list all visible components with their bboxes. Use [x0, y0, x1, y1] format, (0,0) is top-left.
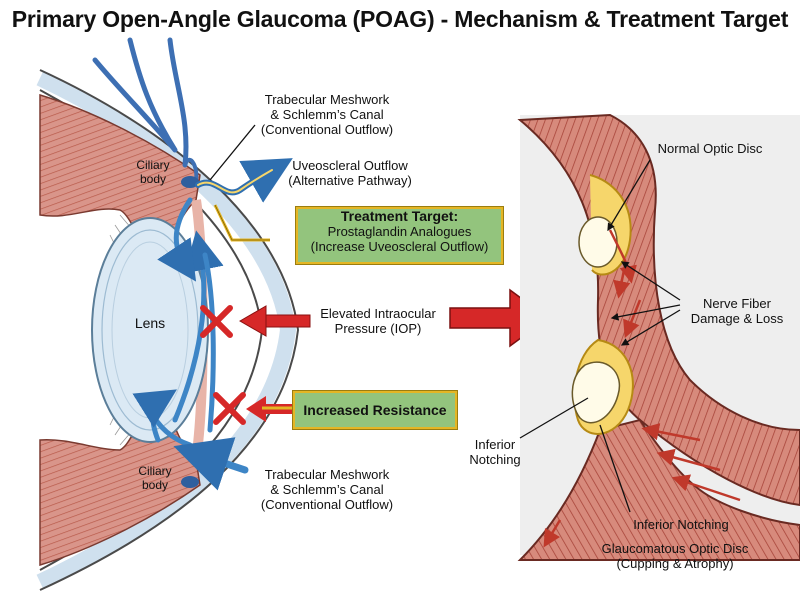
label-glaucomatous-disc: Glaucomatous Optic Disc (Cupping & Atrop…	[585, 541, 765, 571]
label-line: body	[141, 478, 169, 492]
treatment-box-title: Treatment Target:	[340, 208, 459, 224]
label-line: Glaucomatous Optic Disc	[601, 541, 749, 556]
treatment-box-line: Prostaglandin Analogues	[327, 224, 472, 239]
label-line: Damage & Loss	[690, 311, 784, 326]
label-line: (Cupping & Atrophy)	[616, 556, 734, 571]
label-inferior-notching-bottom: Inferior Notching	[633, 517, 729, 532]
label-line: Ciliary	[138, 464, 172, 478]
label-line: Uveoscleral Outflow	[292, 158, 408, 173]
treatment-box-line: (Increase Uveoscleral Outflow)	[310, 239, 489, 254]
label-line: & Schlemm’s Canal	[270, 482, 384, 497]
blood-vessels	[92, 37, 189, 168]
label-line: (Conventional Outflow)	[260, 497, 394, 512]
label-line: Elevated Intraocular	[320, 306, 436, 321]
label-line: Nerve Fiber	[703, 296, 771, 311]
label-line: Pressure (IOP)	[334, 321, 422, 336]
red-arrow-icon	[238, 305, 311, 337]
blocked-x-icon	[213, 392, 246, 425]
blocked-x-icon	[200, 305, 233, 338]
label-nerve-fiber-damage: Nerve Fiber Damage & Loss	[682, 296, 792, 326]
conventional-outflow-arrow	[173, 437, 249, 491]
label-line: body	[139, 172, 167, 186]
diagram-title: Primary Open-Angle Glaucoma (POAG) - Mec…	[11, 6, 789, 32]
label-line: Inferior	[474, 437, 516, 452]
label-ciliary-top: Ciliary body	[128, 158, 178, 186]
label-line: (Alternative Pathway)	[288, 173, 412, 188]
label-trabecular-bottom: Trabecular Meshwork & Schlemm’s Canal (C…	[232, 467, 422, 512]
label-line: Trabecular Meshwork	[264, 467, 390, 482]
label-inferior-notching-left: Inferior Notching	[460, 437, 530, 467]
label-iop: Elevated Intraocular Pressure (IOP)	[308, 306, 448, 336]
increased-resistance-box: Increased Resistance	[293, 391, 457, 429]
label-line: & Schlemm’s Canal	[270, 107, 384, 122]
resistance-box-title: Increased Resistance	[303, 402, 447, 418]
treatment-target-box: Treatment Target: Prostaglandin Analogue…	[296, 207, 503, 264]
label-line: Trabecular Meshwork	[264, 92, 390, 107]
label-line: Notching	[469, 452, 521, 467]
label-uveoscleral: Uveoscleral Outflow (Alternative Pathway…	[270, 158, 430, 188]
label-lens: Lens	[134, 315, 166, 331]
label-normal-optic-disc: Normal Optic Disc	[657, 141, 763, 156]
glaucomatous-optic-disc	[571, 361, 621, 424]
aqueous-flow	[132, 197, 224, 448]
label-line: (Conventional Outflow)	[260, 122, 394, 137]
label-ciliary-bottom: Ciliary body	[130, 464, 180, 492]
label-line: Ciliary	[136, 158, 170, 172]
label-trabecular-top: Trabecular Meshwork & Schlemm’s Canal (C…	[232, 92, 422, 137]
